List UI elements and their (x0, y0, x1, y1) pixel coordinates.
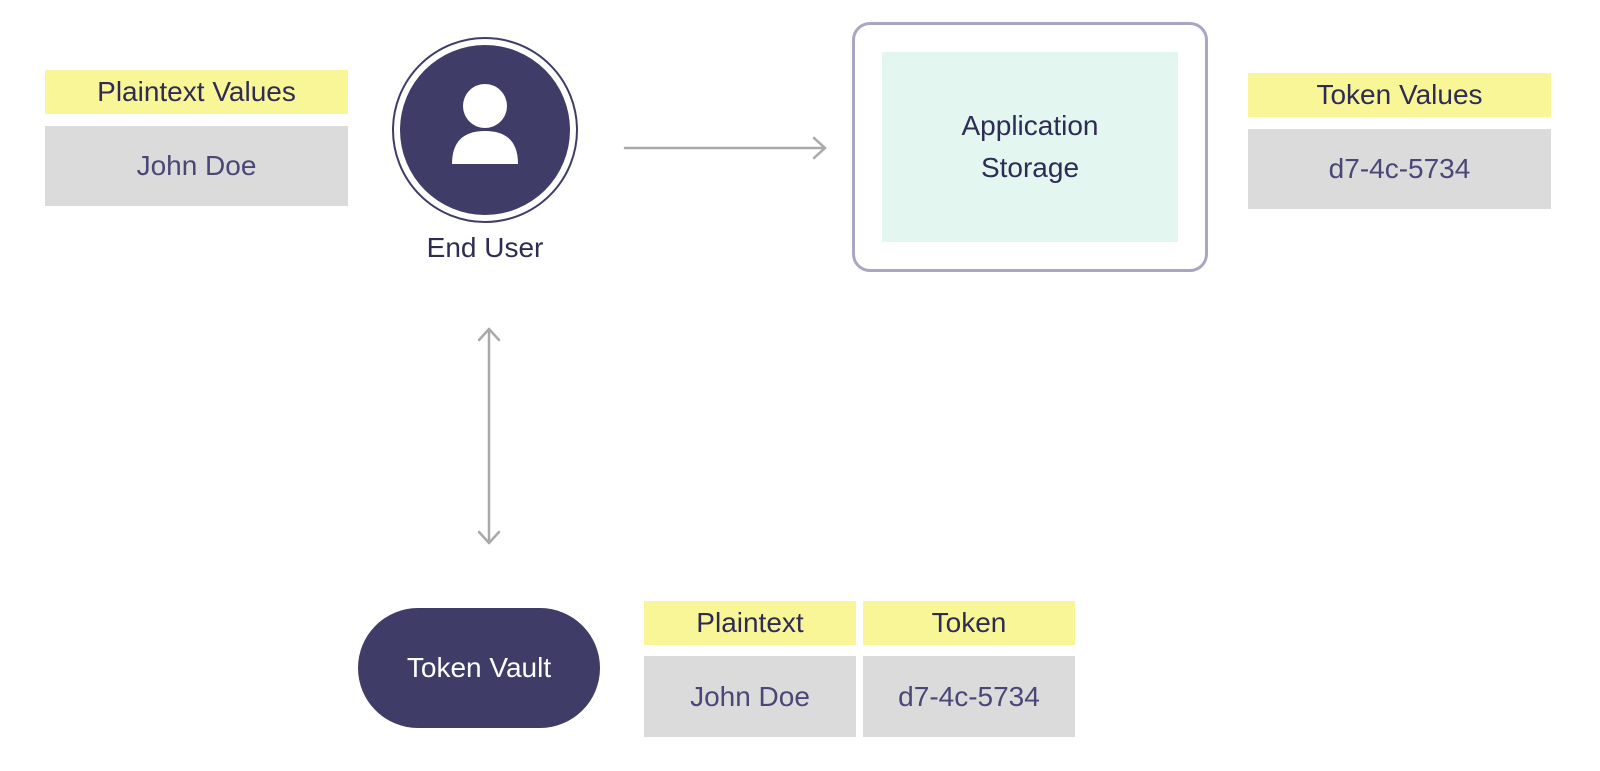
end-user-node (400, 45, 570, 215)
application-storage-label-line1: Application (961, 110, 1099, 141)
arrow-user-vault-bidirectional (477, 327, 501, 545)
user-icon (452, 84, 518, 164)
application-storage-node: Application Storage (882, 52, 1178, 242)
end-user-label: End User (426, 232, 544, 263)
vault-table-cell-token: d7-4c-5734 (863, 656, 1075, 737)
vault-table-header-plaintext: Plaintext (644, 601, 856, 645)
plaintext-values-header: Plaintext Values (45, 70, 348, 114)
token-vault-node: Token Vault (358, 608, 600, 728)
token-values-header: Token Values (1248, 73, 1551, 117)
vault-table-cell-plaintext: John Doe (644, 656, 856, 737)
vault-table-header-token: Token (863, 601, 1075, 645)
end-user-ring (392, 37, 578, 223)
token-value-cell: d7-4c-5734 (1248, 129, 1551, 209)
plaintext-value-cell: John Doe (45, 126, 348, 206)
application-storage-label-line2: Storage (980, 152, 1080, 183)
application-storage-label: Application Storage (962, 105, 1099, 189)
application-storage-frame (852, 22, 1208, 272)
token-vault-label: Token Vault (406, 652, 552, 683)
arrow-user-to-storage (623, 136, 827, 160)
